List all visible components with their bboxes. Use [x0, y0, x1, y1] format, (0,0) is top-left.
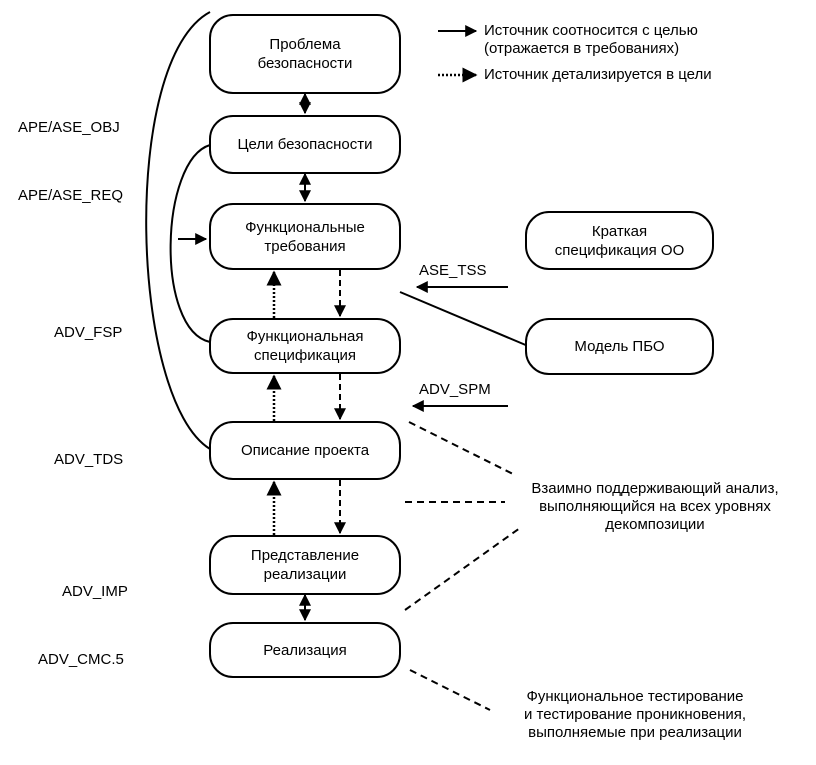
node-functional-requirements: Функциональные требования — [209, 203, 401, 270]
dashed-testing — [409, 669, 491, 711]
label-adv-imp: ADV_IMP — [62, 583, 128, 600]
dashed-analysis-1 — [408, 421, 516, 476]
node-design-description: Описание проекта — [209, 421, 401, 480]
node-toe-summary-spec: Краткая спецификация ОО — [525, 211, 714, 270]
label-adv-spm: ADV_SPM — [419, 381, 491, 398]
label-adv-fsp: ADV_FSP — [54, 324, 123, 341]
label-ape-ase-req: APE/ASE_REQ — [18, 187, 124, 204]
node-security-problem: Проблема безопасности — [209, 14, 401, 94]
label-adv-tds: ADV_TDS — [54, 451, 124, 468]
label-ase-tss: ASE_TSS — [419, 262, 487, 279]
label-ape-ase-obj: APE/ASE_OBJ — [18, 119, 120, 136]
note-mutual-analysis: Взаимно поддерживающий анализ, выполняющ… — [531, 480, 779, 533]
tsf-model-line — [399, 291, 529, 347]
inner-curve — [169, 144, 211, 343]
node-functional-specification: Функциональная спецификация — [209, 318, 401, 374]
note-testing: Функциональное тестирование и тестирован… — [523, 688, 747, 741]
node-implementation-representation: Представление реализации — [209, 535, 401, 595]
legend-solid-text: Источник соотносится с целью (отражается… — [484, 22, 698, 57]
node-implementation: Реализация — [209, 622, 401, 678]
node-tsf-model: Модель ПБО — [525, 318, 714, 375]
node-security-objectives: Цели безопасности — [209, 115, 401, 174]
outer-curve — [145, 11, 211, 450]
dashed-analysis-3 — [404, 527, 521, 611]
legend-dotted-text: Источник детализируется в цели — [484, 66, 712, 83]
label-adv-cmc5: ADV_CMC.5 — [38, 651, 124, 668]
